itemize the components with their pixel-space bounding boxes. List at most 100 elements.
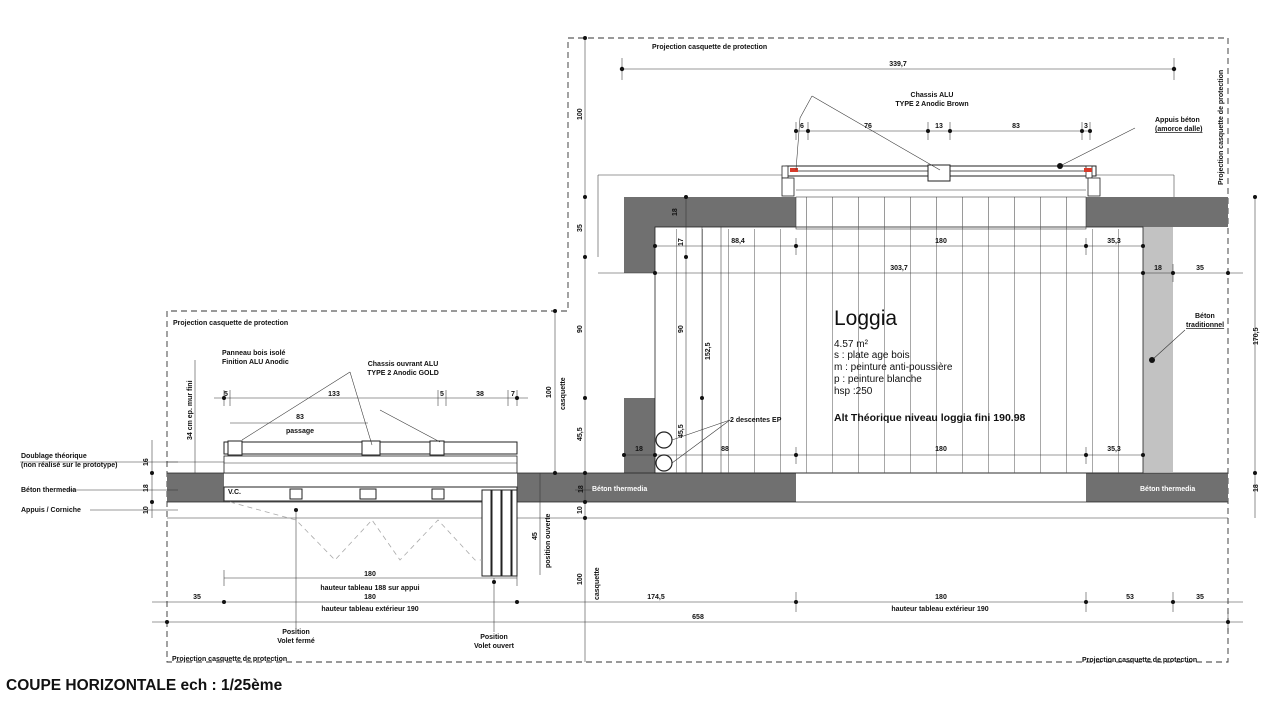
dim-top-width: 339,7: [889, 61, 907, 68]
finition-label: Finition ALU Anodic: [222, 359, 289, 366]
dim-b174-5: 174,5: [647, 594, 665, 601]
wood-decking: [659, 196, 1143, 473]
projection-top-label: Projection casquette de protection: [652, 44, 767, 51]
dim-88: 88: [721, 446, 729, 453]
dim-88-4: 88,4: [731, 238, 745, 245]
dim-v45: 45: [532, 532, 539, 540]
left-pier-low: [624, 398, 655, 473]
position-ouvert-label: Position: [480, 634, 508, 641]
doublage-label: Doublage théorique: [21, 453, 87, 460]
top-right-wall: [1086, 197, 1228, 227]
dim-133: 133: [328, 391, 340, 398]
dim-7: 7: [511, 391, 515, 398]
dim-18-b: 18: [635, 446, 643, 453]
right-traditional-wall: [1143, 227, 1173, 472]
dim-35-right: 35: [1196, 265, 1204, 272]
dim-b180-b: 180: [364, 594, 376, 601]
dimension-lines: [20, 38, 1256, 662]
dim-v45-5-in: 45,5: [678, 424, 685, 438]
traditionnel-label: traditionnel: [1186, 322, 1224, 329]
beton-thermedia-right-label: Béton thermedia: [1140, 486, 1195, 493]
chassis-ouvrant-label: Chassis ouvrant ALU: [368, 361, 439, 368]
dim-v10: 10: [577, 506, 584, 514]
beton-thermedia-left-label: Béton thermedia: [21, 487, 76, 494]
top-left-wall: [624, 197, 796, 227]
dim-v170-5: 170,5: [1253, 327, 1260, 345]
dim-v16: 16: [143, 458, 150, 466]
position-ouverte-label: position ouverte: [545, 513, 552, 568]
dim-3: 3: [1084, 123, 1088, 130]
casquette-bottom-label: casquette: [594, 567, 601, 600]
dim-5-a: 5: [224, 391, 228, 398]
hauteur-190-right-label: hauteur tableau extérieur 190: [891, 606, 988, 613]
dim-6: 6: [800, 123, 804, 130]
beton-thermedia-mid-label: Béton thermedia: [592, 486, 647, 493]
dim-v10-left: 10: [143, 506, 150, 514]
casquette-label: casquette: [560, 377, 567, 410]
dim-v90: 90: [577, 325, 584, 333]
slab-mid: [517, 473, 796, 502]
dim-5-b: 5: [440, 391, 444, 398]
appuis-beton-label: Appuis béton: [1155, 117, 1200, 124]
room-area: 4.57 m²: [834, 339, 869, 350]
dim-83-left: 83: [296, 414, 304, 421]
dim-v100-mid: 100: [546, 386, 553, 398]
dim-38: 38: [476, 391, 484, 398]
chassis-ouvrant-type-label: TYPE 2 Anodic GOLD: [367, 370, 439, 377]
chassis-alu-type-label: TYPE 2 Anodic Brown: [895, 101, 968, 108]
hauteur-190-left-label: hauteur tableau extérieur 190: [321, 606, 418, 613]
dim-b35-right: 35: [1196, 594, 1204, 601]
dim-13: 13: [935, 123, 943, 130]
dim-v45-5: 45,5: [577, 427, 584, 441]
beton-traditionnel-label: Béton: [1195, 313, 1215, 320]
volet-ouvert-label: Volet ouvert: [474, 643, 515, 650]
room-height: hsp :250: [834, 386, 873, 397]
dimension-dots: [150, 36, 1257, 624]
dim-v90-in: 90: [678, 325, 685, 333]
projection-bottom-right-label: Projection casquette de protection: [1082, 657, 1197, 664]
dim-b35-left: 35: [193, 594, 201, 601]
dim-v35: 35: [577, 224, 584, 232]
dim-v18-side: 18: [578, 485, 585, 493]
drawing-text: Projection casquette de protection Proje…: [21, 44, 1260, 664]
position-ferme-label: Position: [282, 629, 310, 636]
dim-35-3-b: 35,3: [1107, 446, 1121, 453]
dim-b658: 658: [692, 614, 704, 621]
room-walls: m : peinture anti-poussière: [834, 362, 953, 373]
dim-18-right: 18: [1154, 265, 1162, 272]
concrete-walls: [167, 197, 1228, 502]
chassis-alu-label: Chassis ALU: [911, 92, 954, 99]
left-window: [223, 440, 518, 577]
top-window: [781, 164, 1101, 197]
slab-left: [167, 473, 224, 502]
dim-v100-bot: 100: [577, 573, 584, 585]
dim-b53: 53: [1126, 594, 1134, 601]
dim-b180-a: 180: [364, 571, 376, 578]
vc-label: V.C.: [228, 489, 241, 496]
dim-v18-right: 18: [1253, 484, 1260, 492]
dim-v100-top: 100: [577, 108, 584, 120]
doublage-note-label: (non réalisé sur le prototype): [21, 462, 117, 469]
dim-v18-left: 18: [143, 484, 150, 492]
passage-label: passage: [286, 428, 314, 435]
panneau-label: Panneau bois isolé: [222, 350, 286, 357]
dim-76: 76: [864, 123, 872, 130]
mur-fini-label: 34 cm ep. mur fini: [187, 380, 194, 440]
drawing-caption: COUPE HORIZONTALE ech : 1/25ème: [6, 677, 283, 694]
projection-right-label: Projection casquette de protection: [1218, 70, 1225, 185]
dim-180-a: 180: [935, 238, 947, 245]
left-pier: [624, 227, 655, 273]
room-name: Loggia: [834, 307, 897, 330]
projection-outlines: [166, 37, 1229, 663]
room-floor: s : plate age bois: [834, 350, 910, 361]
appuis-corniche-label: Appuis / Corniche: [21, 507, 81, 514]
room-level: Alt Théorique niveau loggia fini 190.98: [834, 412, 1026, 424]
drains: [655, 431, 673, 472]
projection-bottom-left-label: Projection casquette de protection: [172, 656, 287, 663]
room-ceiling: p : peinture blanche: [834, 374, 922, 385]
dim-35-3-a: 35,3: [1107, 238, 1121, 245]
dim-18-a: 18: [672, 208, 679, 216]
hauteur-188-label: hauteur tableau 188 sur appui: [320, 585, 419, 592]
descentes-label: 2 descentes EP: [730, 417, 782, 424]
